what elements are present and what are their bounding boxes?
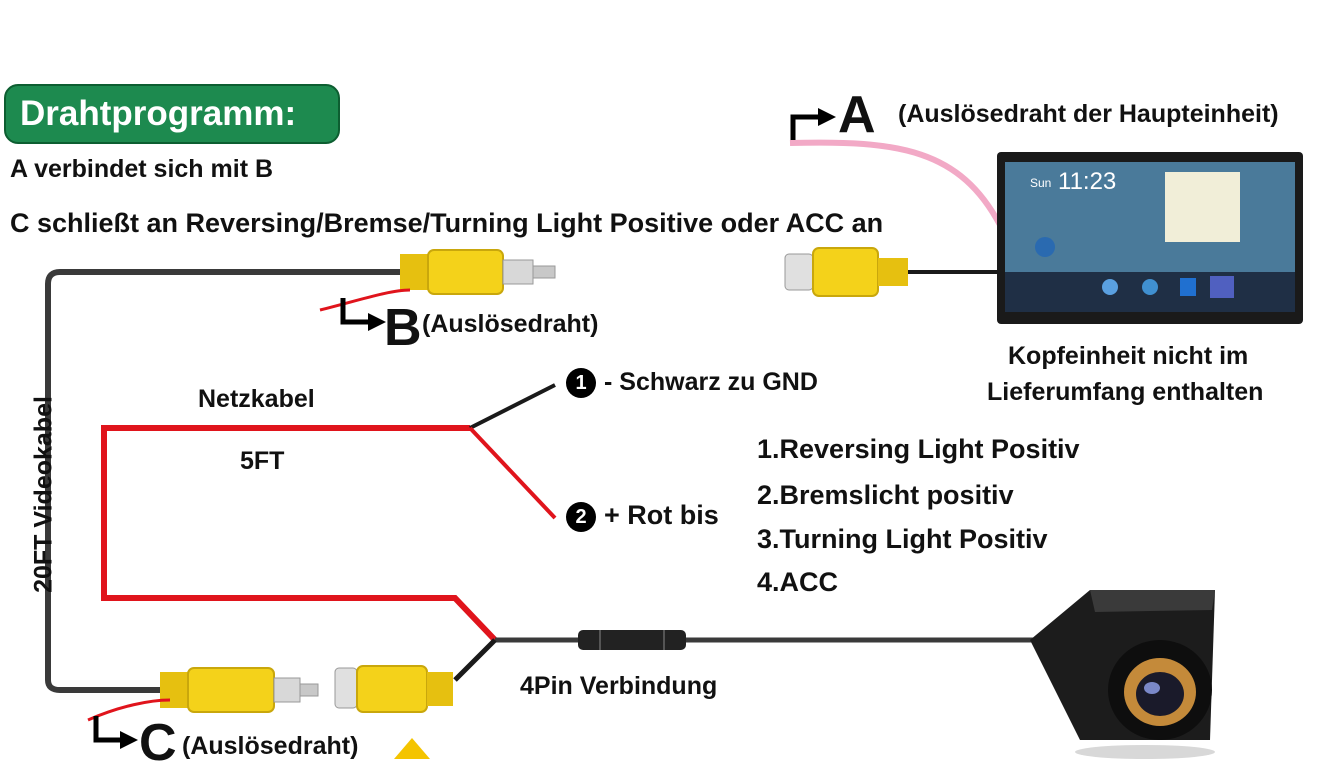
connector-label: 4Pin Verbindung <box>520 672 718 700</box>
label-letter-c: C <box>139 714 177 772</box>
target-item-1: 1.Reversing Light Positiv <box>757 434 1080 464</box>
head-unit <box>997 152 1303 324</box>
label-letter-a: A <box>838 86 876 144</box>
rca-connector-b <box>400 249 556 295</box>
target-item-3: 3.Turning Light Positiv <box>757 524 1048 554</box>
number-badge-2: 2 <box>566 501 596 532</box>
head-unit-note-1: Kopfeinheit nicht im <box>1008 342 1249 370</box>
rca-connector-c-female <box>334 665 453 713</box>
head-unit-time: 11:23 <box>1058 168 1117 195</box>
head-unit-day: Sun <box>1030 176 1052 190</box>
warning-icon <box>394 738 430 759</box>
power-cable-red <box>101 425 498 643</box>
rca-connector-head-unit <box>784 247 1000 297</box>
number-badge-1: 1 <box>566 368 596 399</box>
target-item-4: 4.ACC <box>757 567 839 597</box>
instruction-line-2: C schließt an Reversing/Bremse/Turning L… <box>10 208 884 238</box>
gnd-wire-label: 1- Schwarz zu GND <box>566 368 818 399</box>
camera <box>1030 590 1215 759</box>
label-b-desc: (Auslösedraht) <box>422 310 599 338</box>
head-unit-note-2: Lieferumfang enthalten <box>987 378 1264 406</box>
arrow-a <box>790 114 820 140</box>
power-cable-label: Netzkabel <box>198 385 315 413</box>
arrow-b <box>340 298 370 325</box>
black-gnd-wire <box>469 383 556 430</box>
title-badge: Drahtprogramm: <box>4 84 340 144</box>
label-letter-b: B <box>384 299 422 357</box>
4pin-connector <box>578 630 686 650</box>
video-cable-label: 20FT Videokabel <box>29 396 58 593</box>
label-a-desc: (Auslösedraht der Haupteinheit) <box>898 100 1279 128</box>
instruction-line-1: A verbindet sich mit B <box>10 155 274 183</box>
arrow-c <box>93 716 122 743</box>
video-cable <box>45 269 400 693</box>
target-item-2: 2.Bremslicht positiv <box>757 480 1014 510</box>
red-trigger-wire-b <box>319 288 411 312</box>
pink-trigger-wire <box>789 139 1003 227</box>
rca-connector-c <box>160 667 319 713</box>
power-length-label: 5FT <box>240 447 285 475</box>
red-wire-label: 2+ Rot bis <box>566 500 719 532</box>
red-positive-wire <box>468 426 557 520</box>
label-c-desc: (Auslösedraht) <box>182 732 359 760</box>
